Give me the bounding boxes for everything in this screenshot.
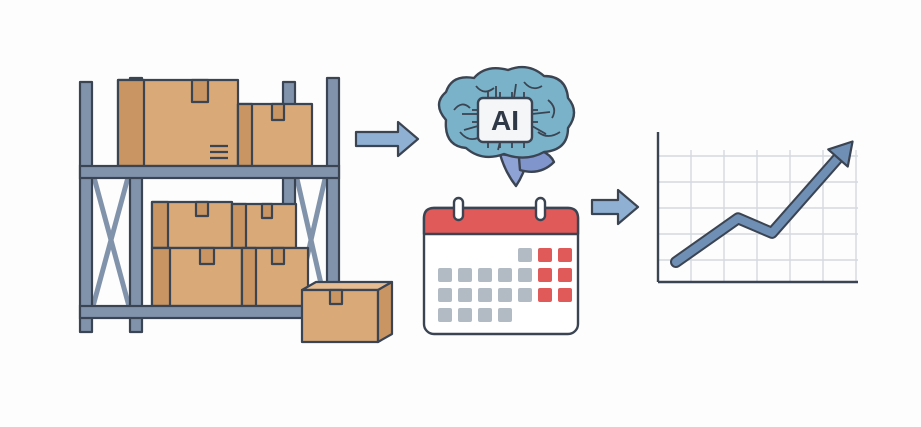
calendar-day-grid (438, 248, 572, 322)
calendar-day-red (538, 268, 552, 282)
arrow-right-icon (354, 120, 420, 158)
calendar-day-gray (478, 288, 492, 302)
brain-folds (453, 81, 561, 141)
cardboard-box-icon (300, 280, 394, 344)
calendar-day-gray (498, 268, 512, 282)
trend-arrowhead (827, 140, 854, 168)
trend-line-fill (672, 154, 842, 266)
cardboard-box-icon (116, 78, 240, 168)
calendar-day-gray (518, 268, 532, 282)
calendar-icon (422, 196, 580, 336)
cardboard-box-icon (236, 102, 314, 168)
calendar-day-gray (438, 288, 452, 302)
calendar-day-gray (438, 308, 452, 322)
calendar-day-red (558, 268, 572, 282)
cardboard-box-icon (150, 246, 244, 308)
cardboard-box-icon (240, 246, 310, 308)
calendar-ring-left (452, 196, 465, 222)
cardboard-box-icon (150, 200, 234, 250)
calendar-day-red (558, 288, 572, 302)
shelf-beam-bottom (78, 304, 312, 320)
calendar-day-gray (498, 308, 512, 322)
calendar-day-gray (478, 268, 492, 282)
shelf-upright-left-outer (78, 80, 94, 334)
calendar-day-gray (438, 268, 452, 282)
calendar-day-gray (458, 308, 472, 322)
shelf-beam-middle (78, 164, 341, 180)
calendar-ring-right (534, 196, 547, 222)
cpu-chip-icon: AI (472, 92, 538, 148)
calendar-day-gray (518, 248, 532, 262)
calendar-day-gray (498, 288, 512, 302)
calendar-day-gray (458, 288, 472, 302)
ai-brain-icon: AI (437, 65, 576, 188)
calendar-day-gray (478, 308, 492, 322)
calendar-header (422, 206, 580, 236)
calendar-day-gray (458, 268, 472, 282)
calendar-day-red (558, 248, 572, 262)
arrow-right-icon (590, 188, 640, 226)
calendar-day-gray (518, 288, 532, 302)
calendar-day-red (538, 248, 552, 262)
ai-chip-label: AI (491, 105, 519, 136)
cardboard-box-icon (230, 202, 298, 250)
calendar-day-red (538, 288, 552, 302)
trend-chart-icon (656, 132, 858, 284)
